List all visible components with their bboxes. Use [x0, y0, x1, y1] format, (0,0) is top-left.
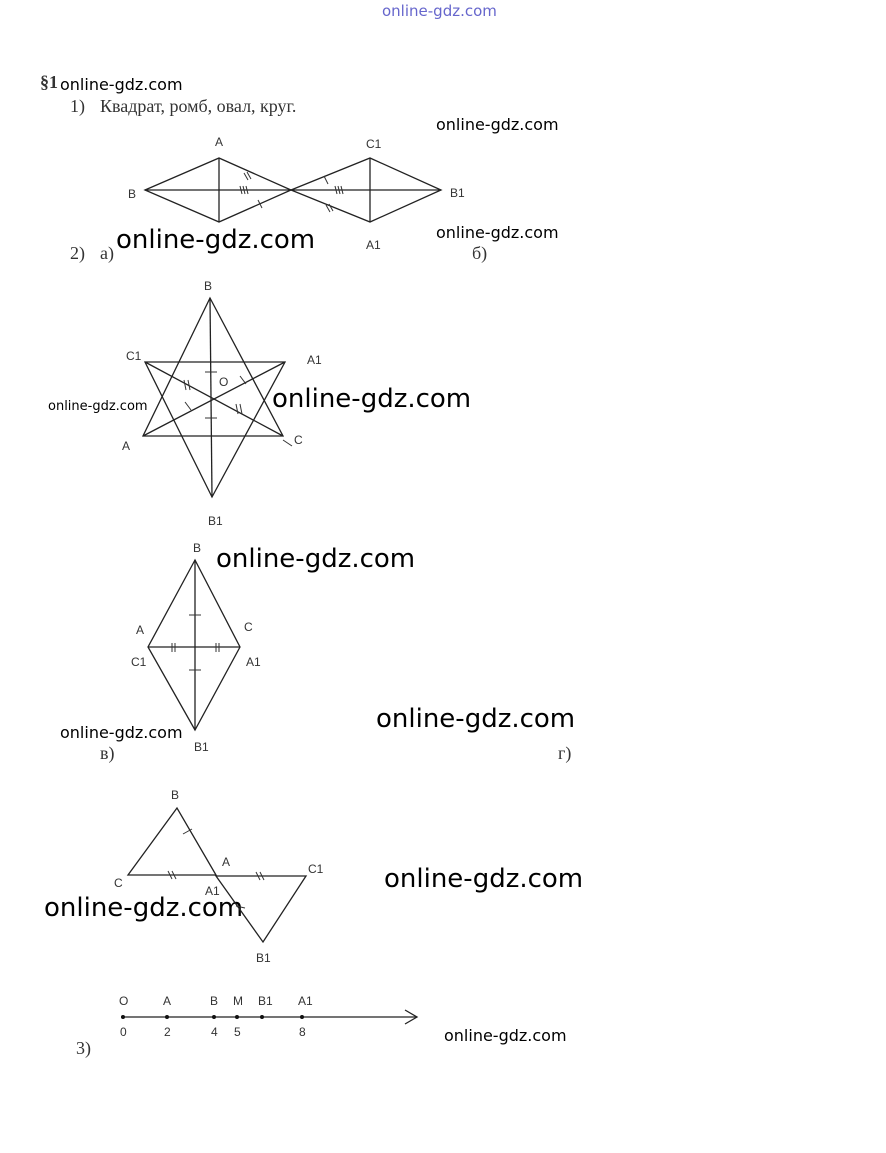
number-line-point-label: A1	[298, 994, 313, 1008]
figure-g: B C A A1 C1 B1	[114, 788, 324, 965]
label-A: A	[122, 439, 130, 453]
label-C: C	[294, 433, 303, 447]
label-C1: C1	[131, 655, 147, 669]
item-1-number: 1)	[70, 96, 85, 116]
label-A1: A1	[246, 655, 261, 669]
number-line-point	[121, 1015, 125, 1019]
label-B: B	[128, 187, 136, 201]
label-A1: A1	[205, 884, 220, 898]
number-line-point-label: A	[163, 994, 171, 1008]
label-A1: A1	[366, 238, 381, 252]
watermark: online-gdz.com	[444, 1026, 567, 1045]
item-2-number: 2)	[70, 243, 85, 263]
number-line-point	[165, 1015, 169, 1019]
item-1-text: Квадрат, ромб, овал, круг.	[100, 96, 297, 116]
number-line-point-label: B1	[258, 994, 273, 1008]
number-line-point-value: 8	[299, 1025, 306, 1039]
number-line-point-label: O	[119, 994, 128, 1008]
item-2b-label: б)	[472, 243, 488, 263]
watermark: online-gdz.com	[44, 893, 244, 923]
label-C: C	[114, 876, 123, 890]
label-B1: B1	[450, 186, 465, 200]
item-2g-label: г)	[558, 743, 572, 763]
label-A: A	[222, 855, 230, 869]
label-A1: A1	[307, 353, 322, 367]
watermark: online-gdz.com	[272, 384, 472, 414]
watermark: online-gdz.com	[60, 723, 183, 742]
number-line-point-label: B	[210, 994, 218, 1008]
label-A: A	[215, 135, 223, 149]
number-line-point	[260, 1015, 264, 1019]
number-line-point-value: 5	[234, 1025, 241, 1039]
figure-v: B A C C1 A1 B1	[131, 541, 261, 754]
label-B: B	[204, 279, 212, 293]
watermark: online-gdz.com	[436, 223, 559, 242]
watermark: online-gdz.com	[376, 704, 576, 734]
header-watermark: online-gdz.com	[382, 2, 497, 20]
item-2v-label: в)	[100, 743, 115, 763]
watermark: online-gdz.com	[48, 399, 148, 414]
number-line-point-value: 0	[120, 1025, 127, 1039]
number-line: O 0 A 2 B 4 M 5 B1 A1 8	[119, 994, 419, 1039]
number-line-point-value: 4	[211, 1025, 218, 1039]
label-C1: C1	[366, 137, 382, 151]
label-B1: B1	[208, 514, 223, 528]
number-line-point-label: M	[233, 994, 243, 1008]
label-B1: B1	[256, 951, 271, 965]
watermark: online-gdz.com	[116, 225, 316, 255]
number-line-point	[300, 1015, 304, 1019]
number-line-point	[235, 1015, 239, 1019]
item-3-number: 3)	[76, 1038, 91, 1058]
number-line-point	[212, 1015, 216, 1019]
figure-b: B C1 A1 O A C B1	[122, 279, 322, 528]
watermark: online-gdz.com	[60, 75, 183, 94]
figure-a: A B C1 B1 A1	[128, 135, 465, 252]
watermark: online-gdz.com	[384, 864, 584, 894]
label-B: B	[193, 541, 201, 555]
section-title: §1	[40, 72, 58, 92]
watermark: online-gdz.com	[436, 115, 559, 134]
label-C: C	[244, 620, 253, 634]
label-C1: C1	[308, 862, 324, 876]
label-O: O	[219, 375, 228, 389]
label-B: B	[171, 788, 179, 802]
label-C1: C1	[126, 349, 142, 363]
watermark: online-gdz.com	[216, 544, 416, 574]
number-line-point-value: 2	[164, 1025, 171, 1039]
label-A: A	[136, 623, 144, 637]
label-B1: B1	[194, 740, 209, 754]
item-2a-label: а)	[100, 243, 114, 263]
